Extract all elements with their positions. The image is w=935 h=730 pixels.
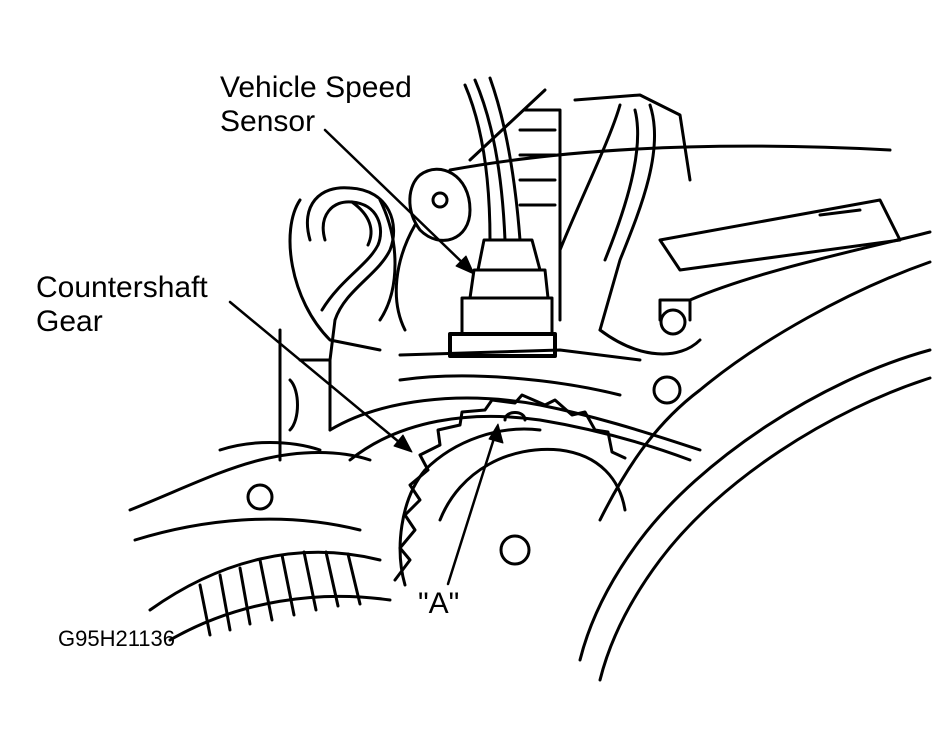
countershaft-gear-label-line2: Gear: [36, 305, 103, 338]
loop-bracket: [307, 188, 393, 360]
housing-bracket: [290, 169, 470, 350]
figure-code-label: G95H21136: [58, 626, 176, 651]
vehicle-speed-sensor-body: [450, 240, 555, 356]
lower-left-gear: [150, 552, 390, 640]
point-a-label: "A": [418, 587, 460, 620]
vehicle-speed-sensor-label-line2: Sensor: [220, 105, 316, 138]
housing-arch: [330, 350, 700, 460]
left-case: [130, 330, 370, 540]
countershaft-gear: [395, 395, 625, 585]
leader-lines: [230, 130, 496, 584]
countershaft-gear-label-line1: Countershaft: [36, 271, 208, 304]
right-housing-arcs: [580, 232, 930, 680]
leader-arrowheads: [394, 256, 503, 452]
shift-fork: [520, 105, 700, 354]
upper-housing: [450, 90, 900, 270]
sensor-wires: [465, 78, 520, 240]
vehicle-speed-sensor-label-line1: Vehicle Speed: [220, 71, 412, 104]
